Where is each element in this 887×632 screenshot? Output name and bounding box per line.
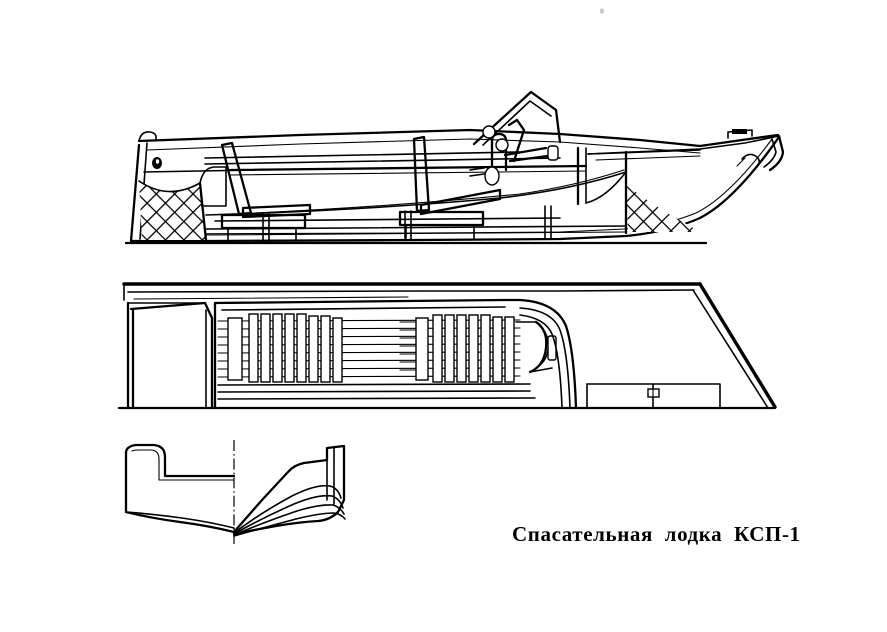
plan-inner-sheer-2 — [133, 296, 409, 300]
station-curve-outer — [232, 444, 346, 536]
seat-forward-legs — [405, 224, 475, 239]
stem-line — [768, 134, 785, 172]
bow-eye-shank — [736, 157, 746, 167]
profile-view — [124, 90, 785, 245]
transom-section-outer — [124, 450, 236, 534]
deck-edge-right — [303, 459, 328, 464]
drain-plug-hole-icon — [155, 159, 160, 164]
thwart-slat-group-aft — [227, 313, 343, 383]
transom-section-inner — [125, 511, 235, 529]
cockpit-sole-line — [205, 171, 627, 216]
plan-stem-line — [698, 282, 777, 409]
cockpit-coaming-side — [213, 298, 522, 305]
body-plan-view — [124, 440, 346, 546]
plan-view — [117, 282, 777, 410]
foredeck-hatch — [586, 383, 721, 409]
line-cleat-icon — [547, 335, 557, 361]
coaming-forward-curve-3 — [519, 314, 563, 409]
steering-cable — [469, 167, 485, 177]
steering-assembly — [469, 118, 559, 186]
stern-net-top-edge — [138, 180, 201, 193]
stem-inner-line — [763, 138, 777, 168]
inner-longitudinal-rail — [228, 164, 588, 172]
station-curve-4 — [233, 512, 346, 537]
stern-bulkhead — [199, 166, 227, 207]
steering-boss-icon — [484, 166, 500, 186]
seat-forward-base — [398, 210, 485, 227]
coaming-forward-curve — [518, 298, 578, 410]
drawing-caption: Спасательная лодка КСП-1 — [512, 522, 801, 546]
windshield — [472, 90, 562, 146]
seat-aft-legs — [227, 227, 297, 241]
aft-locker — [126, 301, 214, 410]
foredeck-edge-2 — [595, 155, 701, 161]
thwart-slat-group-forward — [415, 314, 515, 383]
bow-eye-icon — [741, 153, 761, 169]
steering-column — [490, 132, 508, 178]
station-curve-1 — [233, 484, 342, 534]
steering-pivot-icon — [482, 125, 496, 139]
station-curve-3 — [233, 504, 345, 536]
seat-forward-backrest — [412, 135, 431, 213]
deck-planking-midship — [399, 321, 417, 371]
plan-stem-inner — [692, 289, 769, 409]
sheer-line — [137, 128, 780, 148]
seat-forward — [398, 135, 502, 239]
stringer-inner — [214, 217, 561, 222]
coaming-rail-bottom — [204, 157, 561, 165]
steering-knuckle-icon — [495, 138, 509, 152]
hatch-outline — [586, 383, 721, 409]
console-bulkhead-foot — [585, 171, 627, 204]
aft-locker-outline — [129, 301, 214, 410]
seat-aft — [220, 141, 312, 241]
foredeck-edge — [587, 149, 701, 155]
cockpit-sole-line-2 — [254, 169, 625, 214]
bow-cleat-body-icon — [732, 129, 747, 134]
gunwale-inner-line — [146, 138, 701, 154]
inner-longitudinal-rail-2 — [229, 170, 587, 176]
coaming-forward-curve-2 — [519, 307, 571, 409]
linkage-end-fitting — [547, 145, 559, 161]
transom-edge — [129, 143, 141, 243]
stern-hook-icon — [138, 131, 157, 142]
coaming-rail-top — [204, 151, 521, 159]
seat-aft-backrest — [220, 141, 253, 216]
paper-speck — [599, 8, 605, 14]
seat-aft-cushion — [241, 203, 312, 219]
throttle-linkage — [503, 146, 548, 157]
transom-section-top — [124, 443, 236, 478]
transom-section-top-inner — [131, 449, 235, 481]
windshield-inner-frame — [482, 100, 552, 146]
windshield-frame — [472, 90, 562, 146]
keel-line — [129, 135, 781, 243]
seat-forward-cushion — [419, 188, 502, 216]
station-curve-2 — [233, 494, 344, 535]
stringer-lower — [205, 231, 627, 236]
plan-inner-sheer — [127, 289, 695, 293]
control-lever-1 — [507, 118, 526, 163]
cockpit-coaming-side-inner — [221, 306, 506, 311]
